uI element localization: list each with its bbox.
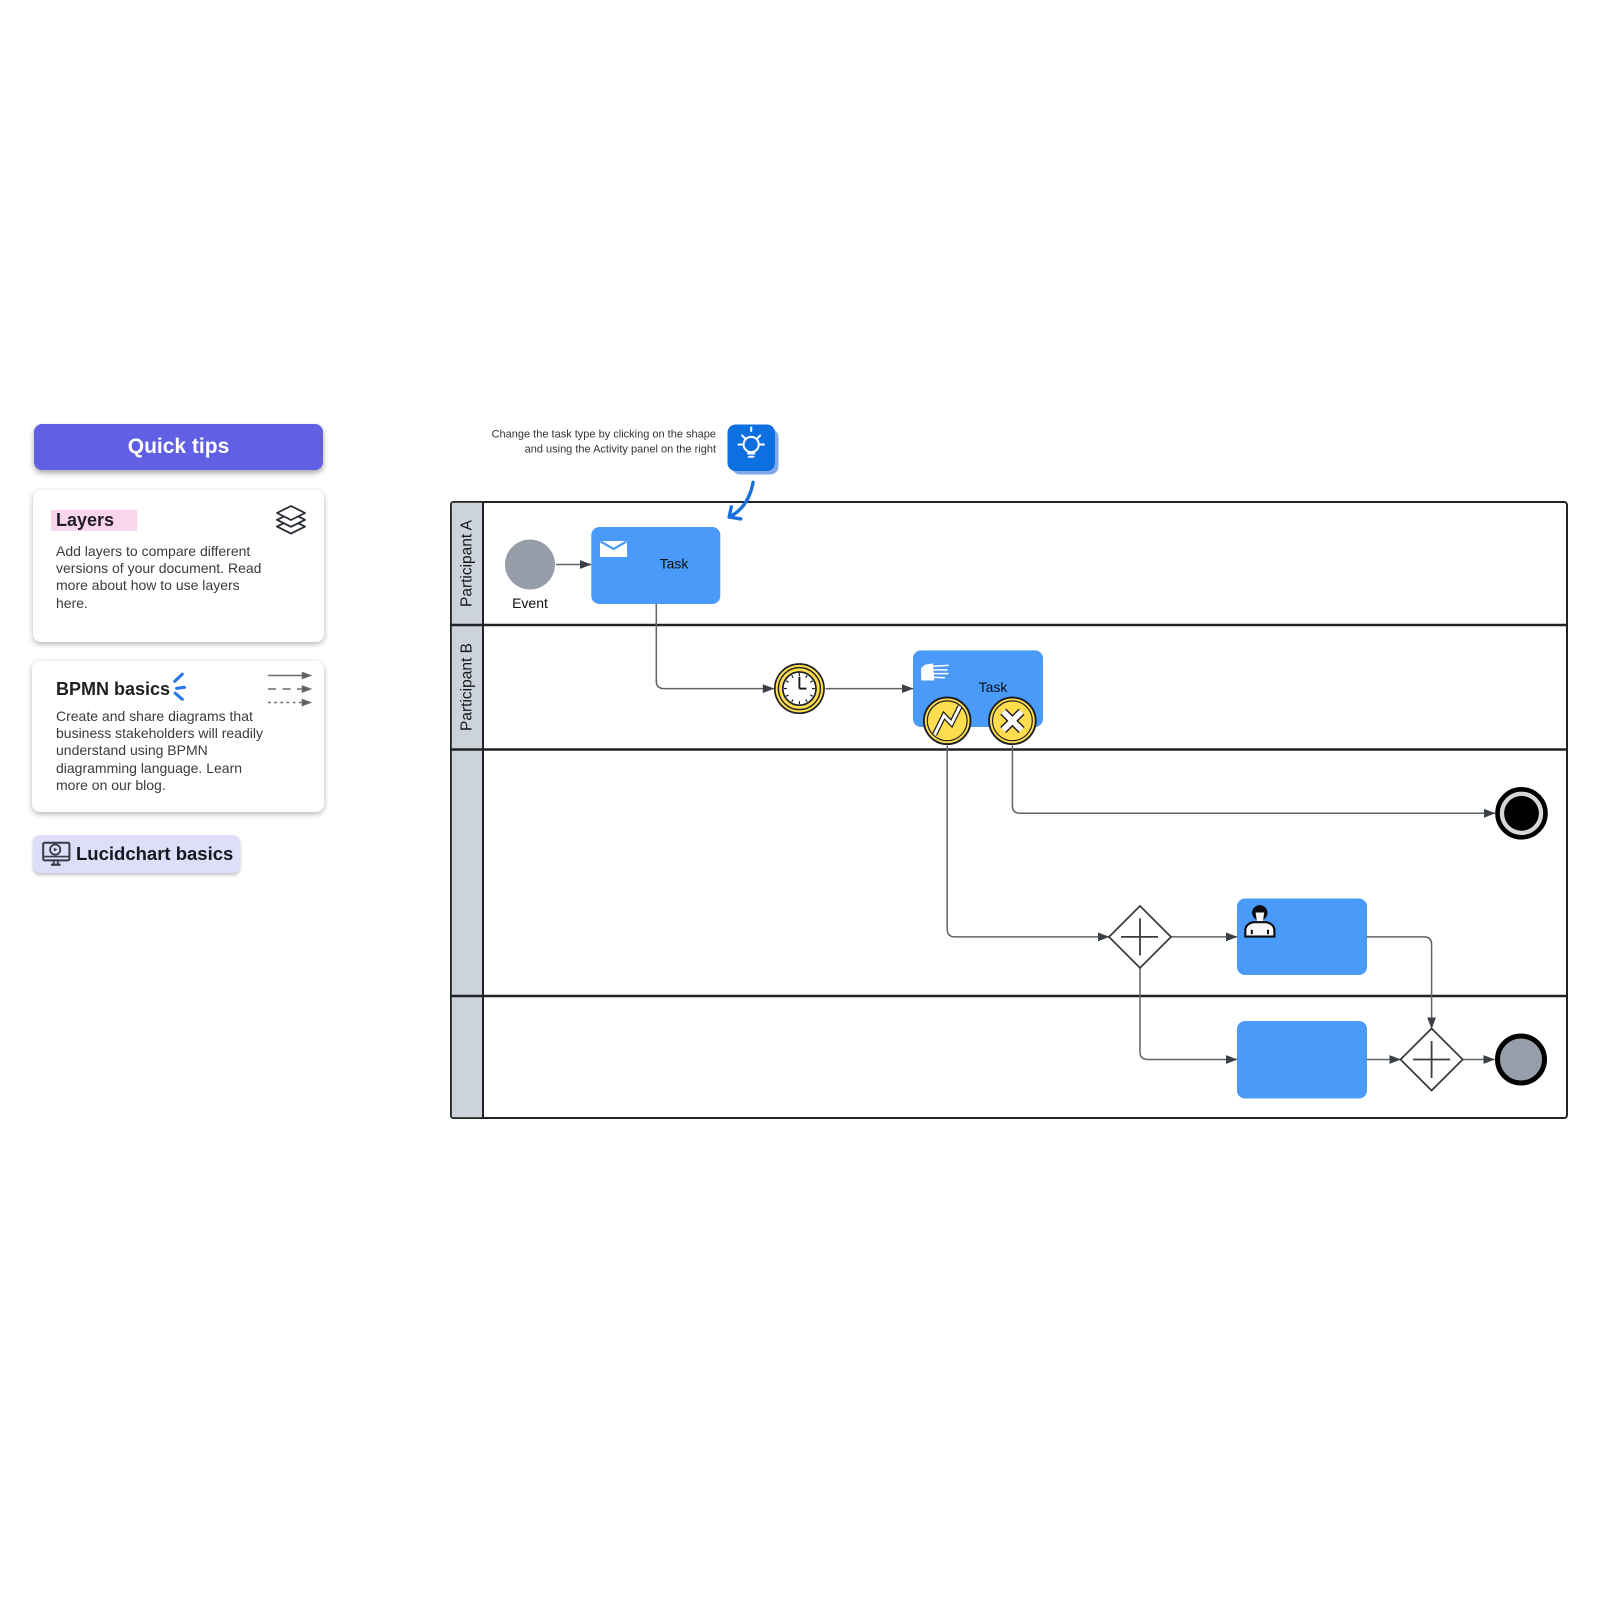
- svg-text:and using the Activity panel o: and using the Activity panel on the righ…: [525, 444, 716, 456]
- svg-text:Event: Event: [512, 595, 548, 611]
- svg-text:Change the task type by clicki: Change the task type by clicking on the …: [492, 429, 716, 441]
- svg-text:Task: Task: [660, 556, 690, 572]
- svg-text:Task: Task: [979, 679, 1009, 695]
- svg-text:Participant A: Participant A: [459, 519, 476, 607]
- svg-text:Participant B: Participant B: [459, 643, 476, 731]
